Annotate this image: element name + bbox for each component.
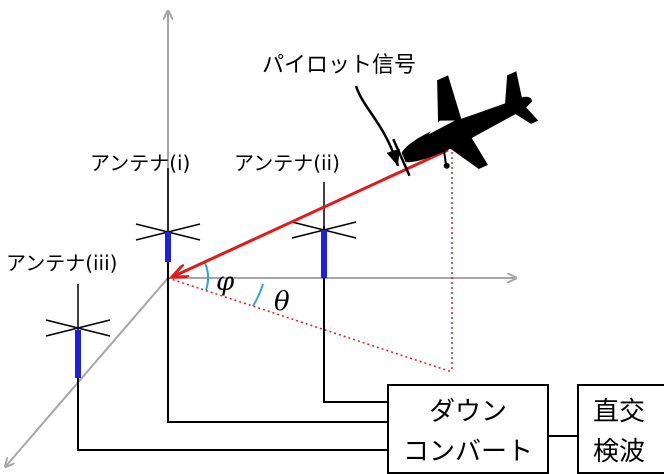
antenna-ii-label: アンテナ(ii): [234, 151, 340, 175]
pilot-signal-pointer: [354, 85, 400, 167]
pilot-signal-label: パイロット信号: [262, 53, 416, 78]
phi-label: φ: [216, 267, 235, 297]
quadrature-label-line2: 検波: [593, 437, 645, 467]
down-converter-label-line1: ダウン: [429, 397, 507, 427]
antenna-i-label: アンテナ(i): [90, 151, 190, 175]
down-converter-label-line2: コンバート: [403, 437, 533, 467]
quadrature-label-line1: 直交: [593, 397, 645, 427]
wire-antenna-i: [167, 258, 388, 423]
antenna-iii-element: [75, 330, 81, 378]
wire-antenna-ii: [323, 226, 388, 403]
theta-label: θ: [274, 287, 290, 317]
antenna-i: [135, 168, 201, 262]
y-axis: [6, 277, 169, 466]
antenna-iii: [45, 284, 111, 378]
wire-antenna-iii: [77, 330, 388, 451]
antenna-i-element: [165, 232, 171, 262]
ground-projection-line: [167, 277, 453, 373]
phi-angle-arc: [204, 262, 209, 291]
signal-ray: [172, 148, 449, 277]
theta-angle-arc: [252, 283, 264, 307]
antenna-iii-label: アンテナ(iii): [6, 251, 117, 275]
airplane-silhouette-icon: [392, 71, 539, 177]
antenna-ii-element: [321, 230, 327, 278]
quadrature-detector-box: 直交 検波: [577, 384, 664, 474]
down-converter-box: ダウン コンバート: [387, 384, 549, 474]
